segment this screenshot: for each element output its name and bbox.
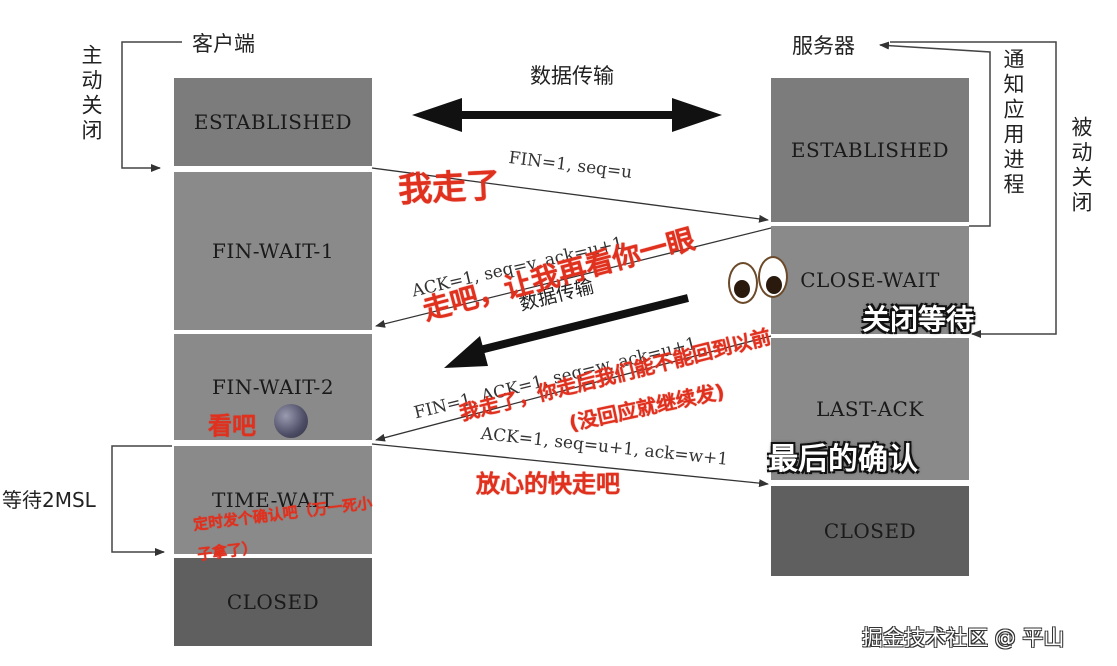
notify-app-bracket (879, 41, 991, 227)
active-close-bracket (121, 41, 182, 172)
fin1-line (371, 167, 769, 223)
top-transfer-arrow (412, 98, 722, 132)
annotation-close-wait: 关闭等待 (862, 303, 975, 336)
annotation-relax: 放心的快走吧 (476, 470, 620, 498)
passive-close-label: 被动关闭 (1069, 116, 1093, 216)
client-state-fin-wait-2: FIN-WAIT-2 (174, 334, 372, 440)
server-title: 服务器 (792, 34, 855, 58)
annotation-im-leaving: 我走了 (397, 165, 502, 211)
server-state-established: ESTABLISHED (771, 78, 969, 222)
annotation-final-ack: 最后的确认 (768, 442, 918, 477)
middle-transfer-arrow (444, 294, 689, 368)
ack2-line (371, 443, 769, 488)
notify-app-label: 通知应用进程 (1001, 48, 1025, 198)
client-state-fin-wait-1: FIN-WAIT-1 (174, 172, 372, 330)
wait-2msl-label: 等待2MSL (2, 488, 96, 512)
passive-close-bracket (890, 41, 1057, 338)
client-state-time-wait: TIME-WAIT (174, 446, 372, 554)
active-close-label: 主动关闭 (79, 44, 103, 144)
fin2-line (375, 335, 772, 442)
annotation-look: 看吧 (208, 412, 256, 440)
server-state-last-ack: LAST-ACK (771, 338, 969, 480)
ack1-line (375, 227, 772, 328)
watermark: 掘金技术社区 @ 平山 (862, 626, 1065, 650)
dark-moon-emoji-icon (274, 404, 308, 438)
client-title: 客户端 (192, 32, 255, 56)
top-transfer-label: 数据传输 (530, 64, 614, 88)
client-state-closed: CLOSED (174, 558, 372, 646)
server-state-close-wait: CLOSE-WAIT (771, 226, 969, 334)
client-state-established: ESTABLISHED (174, 78, 372, 166)
server-state-closed: CLOSED (771, 486, 969, 576)
wait-2msl-bracket (111, 445, 172, 556)
